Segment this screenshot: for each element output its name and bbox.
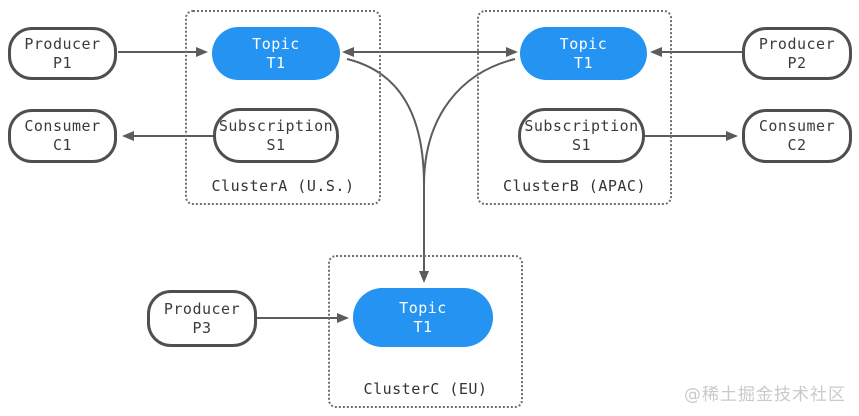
- cluster-c-label: ClusterC (EU): [363, 380, 488, 398]
- topic-t1-cluster-b-node: Topic T1: [520, 27, 647, 80]
- producer-p3-id: P3: [192, 318, 212, 337]
- producer-p1-label: Producer: [24, 34, 101, 53]
- subscription-s1-cluster-b-node: Subscription S1: [518, 108, 645, 163]
- topic-c-label: Topic: [399, 298, 447, 317]
- topic-b-id: T1: [573, 53, 594, 72]
- subscription-b-id: S1: [571, 135, 592, 154]
- topic-a-label: Topic: [252, 34, 300, 53]
- producer-p2-label: Producer: [758, 34, 836, 53]
- cluster-c-box: ClusterC (EU): [328, 255, 523, 408]
- consumer-c1-node: Consumer C1: [8, 109, 117, 163]
- producer-p3-node: Producer P3: [147, 290, 257, 347]
- subscription-a-label: Subscription: [218, 116, 334, 135]
- consumer-c1-id: C1: [52, 136, 73, 154]
- producer-p3-label: Producer: [163, 299, 241, 318]
- producer-p1-id: P1: [52, 53, 73, 72]
- watermark-text: @稀土掘金技术社区: [684, 385, 846, 405]
- consumer-c2-id: C2: [787, 136, 807, 154]
- producer-p2-id: P2: [787, 53, 807, 72]
- consumer-c1-label: Consumer: [24, 117, 101, 135]
- subscription-a-id: S1: [266, 135, 286, 154]
- topic-t1-cluster-c-node: Topic T1: [353, 288, 493, 347]
- topic-t1-cluster-a-node: Topic T1: [212, 27, 340, 80]
- producer-p2-node: Producer P2: [742, 27, 852, 80]
- consumer-c2-label: Consumer: [758, 117, 836, 135]
- topic-c-id: T1: [413, 317, 433, 336]
- consumer-c2-node: Consumer C2: [742, 109, 852, 163]
- subscription-s1-cluster-a-node: Subscription S1: [213, 108, 339, 163]
- subscription-b-label: Subscription: [524, 116, 639, 135]
- cluster-b-label: ClusterB (APAC): [503, 177, 646, 195]
- topic-b-label: Topic: [559, 34, 608, 53]
- producer-p1-node: Producer P1: [8, 27, 117, 80]
- topic-a-id: T1: [266, 53, 286, 72]
- cluster-a-label: ClusterA (U.S.): [211, 177, 355, 195]
